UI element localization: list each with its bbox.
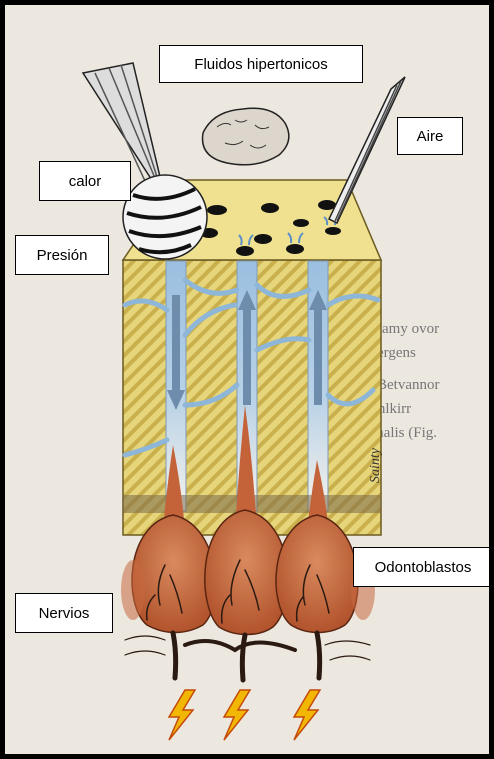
label-presion: Presión [15, 235, 109, 275]
pain-lightning [169, 690, 320, 740]
odontoblast-cells [121, 510, 375, 635]
label-nervios: Nervios [15, 593, 113, 633]
lightning-icon [294, 690, 320, 740]
label-fluidos-hipertonicos: Fluidos hipertonicos [159, 45, 363, 83]
label-calor: calor [39, 161, 131, 201]
hypertonic-crystals [203, 108, 289, 165]
air-syringe [329, 77, 405, 223]
artist-signature: Sainty [368, 447, 383, 483]
label-aire: Aire [397, 117, 463, 155]
label-odontoblastos: Odontoblastos [353, 547, 493, 587]
lightning-icon [224, 690, 250, 740]
lightning-icon [169, 690, 195, 740]
